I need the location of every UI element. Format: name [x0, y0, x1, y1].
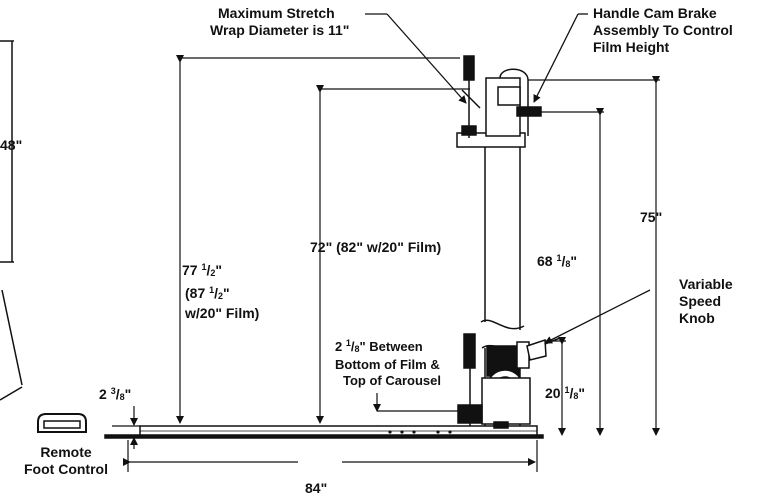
handle-brake-label: Handle Cam Brake Assembly To Control Fil…	[593, 5, 733, 56]
carousel-base	[104, 425, 544, 439]
handle-line3: Film Height	[593, 39, 670, 55]
dim-87-line1: (87 1/2"	[185, 285, 230, 301]
dim-20-den: 8	[573, 391, 579, 401]
variable-line3: Knob	[679, 310, 715, 326]
dim-77-line1: 77 1/2"	[182, 262, 223, 278]
dim-68-label: 68 1/8"	[537, 253, 578, 269]
between-suffix: " Between	[359, 339, 423, 354]
between-line1: 2 1/8" Between	[335, 338, 423, 354]
variable-line1: Variable	[679, 276, 733, 292]
between-num: 1	[345, 338, 351, 348]
handle-line2: Assembly To Control	[593, 22, 733, 38]
dim-line-75	[528, 76, 660, 436]
dim-48-label: 48"	[0, 137, 23, 153]
side-view-partial	[0, 40, 23, 401]
handle-line1: Handle Cam Brake	[593, 5, 717, 21]
between-line2: Bottom of Film &	[335, 357, 440, 372]
dim-75-label: 75"	[640, 209, 663, 225]
remote-foot-control-label: Remote Foot Control	[16, 444, 116, 478]
dim-2-3-suffix: "	[124, 386, 132, 402]
remote-line1: Remote	[40, 444, 92, 460]
leader-lines	[365, 13, 651, 344]
dim-line-68	[540, 108, 604, 436]
dim-2-3-8-label: 2 3/8"	[99, 386, 132, 402]
dim-84-label: 84"	[305, 480, 328, 496]
between-label: 2 1/8" Between Bottom of Film & Top of C…	[335, 335, 441, 389]
dim-77-suffix: "	[215, 262, 223, 278]
max-wrap-line1: Maximum Stretch	[218, 5, 335, 21]
dim-87-line2: w/20" Film)	[185, 305, 260, 321]
variable-speed-label: Variable Speed Knob	[679, 276, 733, 327]
dim-2-3-den: 8	[119, 392, 125, 402]
dim-line-2-3-8	[112, 406, 140, 449]
dim-77-whole: 77	[182, 262, 202, 278]
dim-72-label: 72" (82" w/20" Film)	[310, 239, 442, 255]
dim-20-suffix: "	[578, 385, 586, 401]
dim-87-num: 1	[209, 285, 215, 295]
dim-2-3-num: 3	[110, 386, 116, 396]
drive-unit	[457, 333, 561, 429]
dim-87-prefix: (87	[185, 285, 210, 301]
dim-20-whole: 20	[545, 385, 565, 401]
dim-20-label: 20 1/8"	[545, 385, 586, 401]
dim-line-72	[316, 85, 470, 424]
between-line3: Top of Carousel	[343, 373, 441, 388]
max-wrap-label: Maximum Stretch Wrap Diameter is 11"	[210, 5, 349, 39]
dim-2-3-whole: 2	[99, 386, 111, 402]
dim-68-den: 8	[565, 259, 571, 269]
dim-77-den: 2	[210, 268, 216, 278]
dim-68-suffix: "	[570, 253, 578, 269]
between-den: 8	[354, 344, 360, 354]
dim-77-num: 1	[201, 262, 207, 272]
dim-68-whole: 68	[537, 253, 557, 269]
dim-87-den: 2	[218, 291, 224, 301]
dim-line-84	[123, 440, 538, 472]
remote-foot-control-icon	[37, 413, 87, 433]
max-wrap-line2: Wrap Diameter is 11"	[210, 22, 350, 38]
film-carriage	[456, 55, 542, 148]
between-whole: 2	[335, 339, 346, 354]
dim-87-suffix: "	[223, 285, 230, 301]
remote-line2: Foot Control	[24, 461, 108, 477]
variable-line2: Speed	[679, 293, 722, 309]
dim-77-label: 77 1/2" (87 1/2" w/20" Film)	[182, 259, 259, 322]
dim-68-num: 1	[556, 253, 562, 263]
dim-20-num: 1	[564, 385, 570, 395]
dim-line-77	[176, 55, 460, 424]
